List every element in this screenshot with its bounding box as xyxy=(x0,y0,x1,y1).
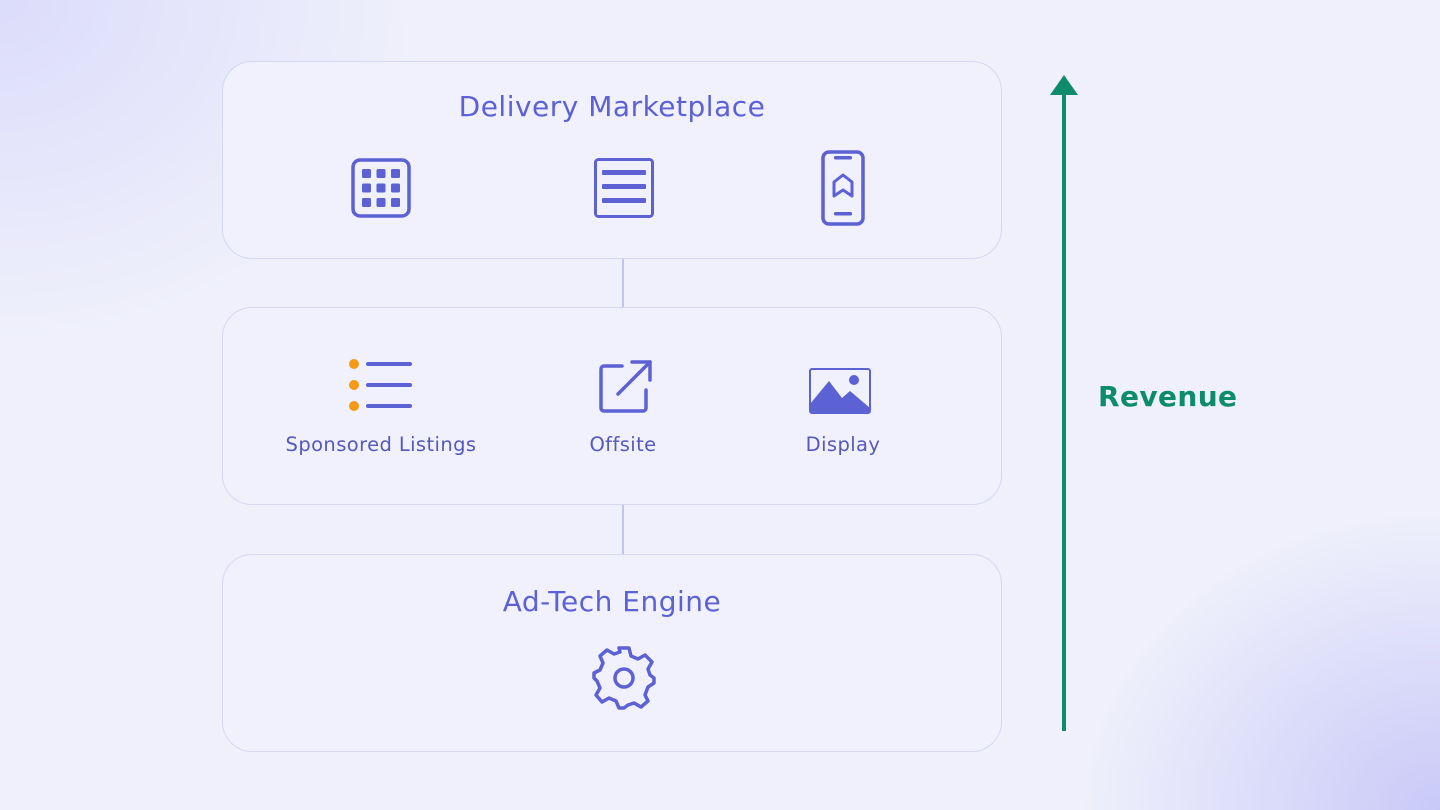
list-icon xyxy=(349,359,412,411)
ad-formats-panel: Sponsored Listings Offsite Display xyxy=(222,307,1002,505)
external-link-icon xyxy=(599,360,652,413)
document-icon xyxy=(594,158,654,218)
delivery-marketplace-panel: Delivery Marketplace xyxy=(222,61,1002,259)
offsite-label: Offsite xyxy=(589,433,657,456)
sponsored-listings-label: Sponsored Listings xyxy=(285,433,477,456)
ad-tech-engine-panel: Ad-Tech Engine xyxy=(222,554,1002,752)
delivery-marketplace-title: Delivery Marketplace xyxy=(458,90,766,123)
revenue-arrow xyxy=(1050,75,1078,731)
ad-tech-engine-title: Ad-Tech Engine xyxy=(502,585,722,618)
connector-bottom xyxy=(622,505,624,554)
smartphone-icon xyxy=(821,150,865,226)
connector-top xyxy=(622,259,624,307)
gear-icon xyxy=(592,646,656,710)
display-label: Display xyxy=(805,433,881,456)
image-icon xyxy=(809,368,871,414)
grid-icon xyxy=(351,158,411,218)
revenue-label: Revenue xyxy=(1098,380,1238,413)
